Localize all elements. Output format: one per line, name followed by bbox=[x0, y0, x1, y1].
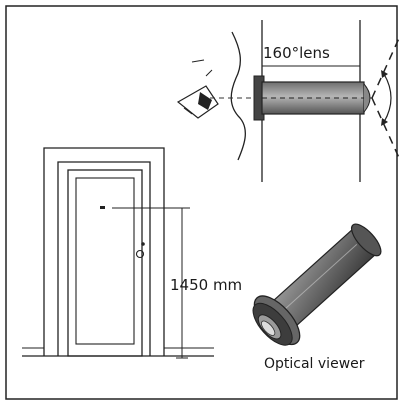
field-of-view bbox=[371, 35, 401, 161]
face-profile bbox=[230, 31, 246, 161]
door-lock-icon bbox=[141, 242, 145, 246]
lens-angle-label: 160°lens bbox=[263, 44, 330, 62]
figure-border bbox=[5, 5, 398, 400]
optical-viewer-label: Optical viewer bbox=[264, 356, 365, 372]
mounting-height-label: 1450 mm bbox=[170, 276, 243, 294]
viewer-tube-section bbox=[253, 75, 372, 121]
door-frame-inner bbox=[57, 161, 151, 356]
door-elevation bbox=[22, 147, 214, 359]
door-leaf bbox=[67, 169, 143, 357]
door-frame-outer bbox=[43, 147, 165, 356]
viewer-position-dot bbox=[100, 206, 105, 209]
eye-icon bbox=[176, 59, 219, 119]
door-panel bbox=[75, 177, 135, 345]
door-handle-icon bbox=[135, 249, 145, 259]
optical-viewer-illustration bbox=[252, 223, 382, 346]
cross-section-view bbox=[176, 20, 401, 182]
